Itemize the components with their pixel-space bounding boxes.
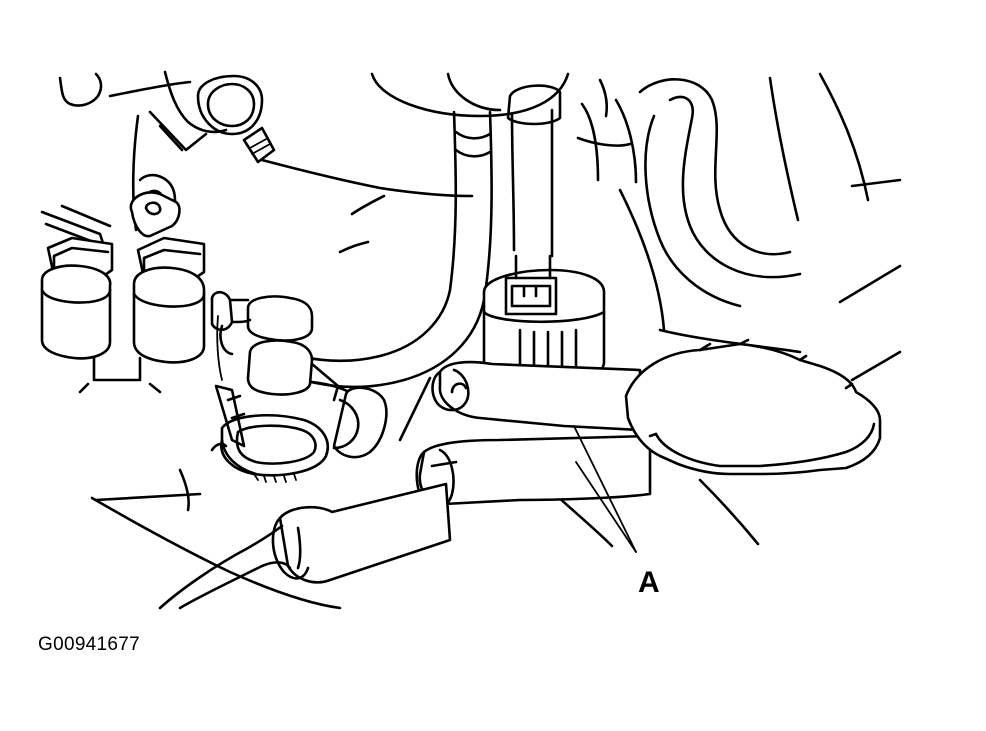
callout-a-leader-lower: [575, 461, 637, 553]
hose-a-upper: [398, 360, 642, 442]
hose-a-lower: [415, 434, 652, 510]
lower-main-hose: [158, 482, 452, 610]
vacuum-hoses: [258, 78, 802, 389]
hose-fittings: [210, 290, 388, 483]
callout-a: A: [573, 425, 660, 599]
callout-a-label: A: [638, 566, 660, 599]
callout-a-leader-upper: [573, 425, 637, 553]
purge-valve: [482, 254, 606, 384]
electrical-connectors: [40, 191, 206, 394]
figure-id: G00941677: [38, 634, 141, 655]
reservoir-cap: [624, 338, 882, 476]
